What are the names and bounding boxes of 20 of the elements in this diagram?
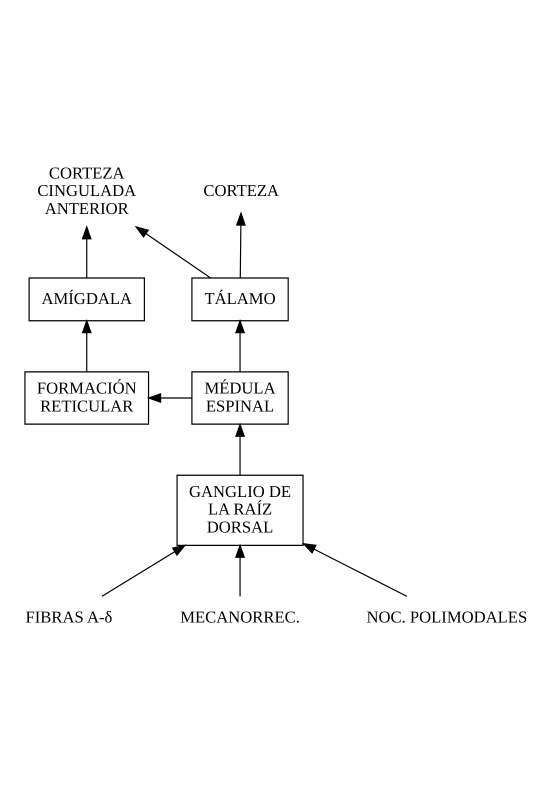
node-text: FIBRAS A-δ — [26, 606, 112, 626]
arrow — [134, 225, 211, 278]
node-box: TÁLAMO — [191, 276, 289, 321]
arrow — [235, 318, 246, 372]
node-text: CORTEZA — [203, 180, 280, 200]
node-text: NOC. POLIMODALES — [366, 606, 528, 626]
node-text: CORTEZA CINGULADA ANTERIOR — [37, 162, 136, 218]
arrow — [302, 542, 408, 596]
arrow — [236, 210, 246, 278]
arrow — [82, 224, 92, 278]
node-box: AMÍGDALA — [28, 276, 145, 321]
node-box: FORMACIÓN RETICULAR — [24, 370, 150, 424]
arrow — [102, 544, 186, 596]
arrow — [82, 318, 92, 372]
arrow — [235, 422, 246, 475]
node-text: MECANORREC. — [180, 606, 300, 626]
node-box: MÉDULA ESPINAL — [191, 370, 289, 424]
arrow — [235, 543, 246, 596]
arrow — [146, 392, 192, 402]
node-box: GANGLIO DE LA RAÍZ DORSAL — [176, 474, 304, 546]
